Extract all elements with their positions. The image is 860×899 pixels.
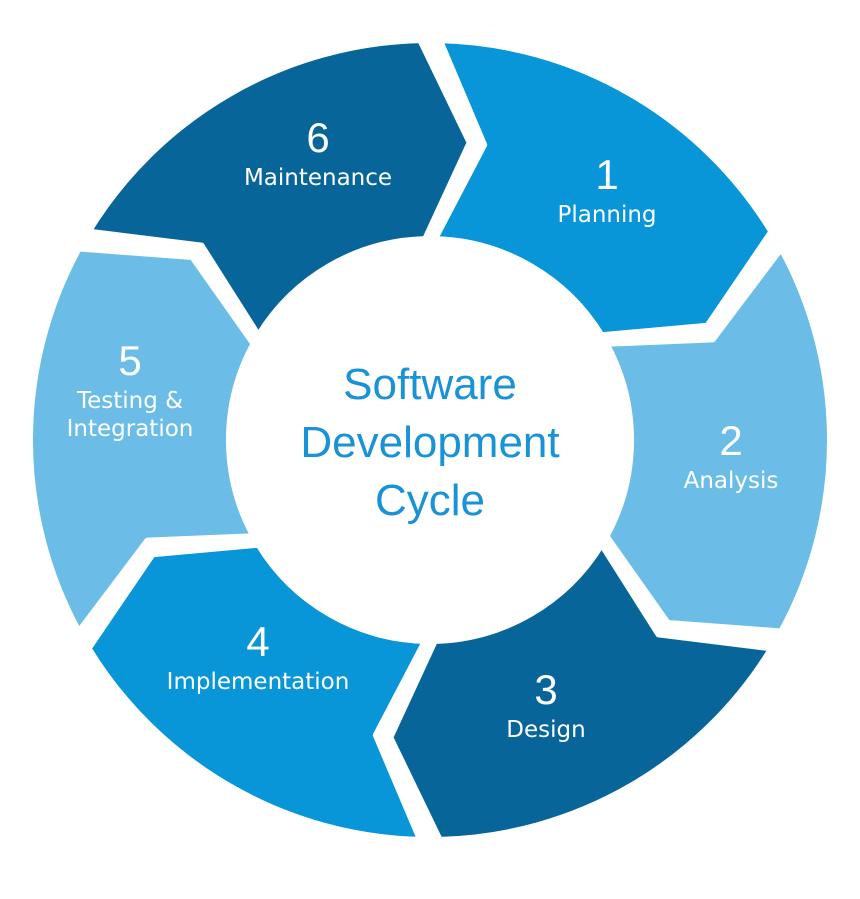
stage-6-segment — [85, 37, 473, 339]
stage-5-label: 5 Testing & Integration — [67, 336, 194, 444]
stage-3-segment — [387, 541, 775, 843]
title-line: Software — [343, 359, 517, 409]
stage-3-label: 3 Design — [506, 665, 585, 745]
stage-number: 3 — [534, 666, 558, 714]
stage-2-label: 2 Analysis — [684, 416, 779, 496]
stage-number: 2 — [719, 417, 743, 465]
stage-number: 4 — [246, 618, 270, 666]
stage-name: Maintenance — [243, 165, 393, 192]
stage-name: Design — [506, 717, 586, 744]
stage-1-segment — [431, 37, 775, 339]
stage-1-label: 1 Planning — [557, 150, 656, 230]
stage-number: 1 — [595, 151, 619, 199]
stage-6-label: 6 Maintenance — [244, 113, 392, 193]
stage-5-segment — [26, 245, 257, 635]
stage-name: Testing & — [76, 388, 184, 415]
stage-number: 5 — [118, 337, 142, 385]
center-circle — [231, 241, 629, 639]
title-line: Cycle — [374, 476, 486, 526]
title-line: Development — [300, 417, 560, 467]
stage-number: 6 — [306, 114, 330, 162]
stage-name: Implementation — [166, 669, 350, 696]
stage-name: Analysis — [683, 468, 779, 495]
stage-2-segment — [603, 245, 834, 635]
center-title: Software Development Cycle — [260, 356, 600, 530]
stage-4-label: 4 Implementation — [167, 617, 350, 697]
stage-name: Planning — [557, 202, 657, 229]
stage-name: Integration — [66, 416, 194, 443]
stage-4-segment — [85, 541, 429, 843]
